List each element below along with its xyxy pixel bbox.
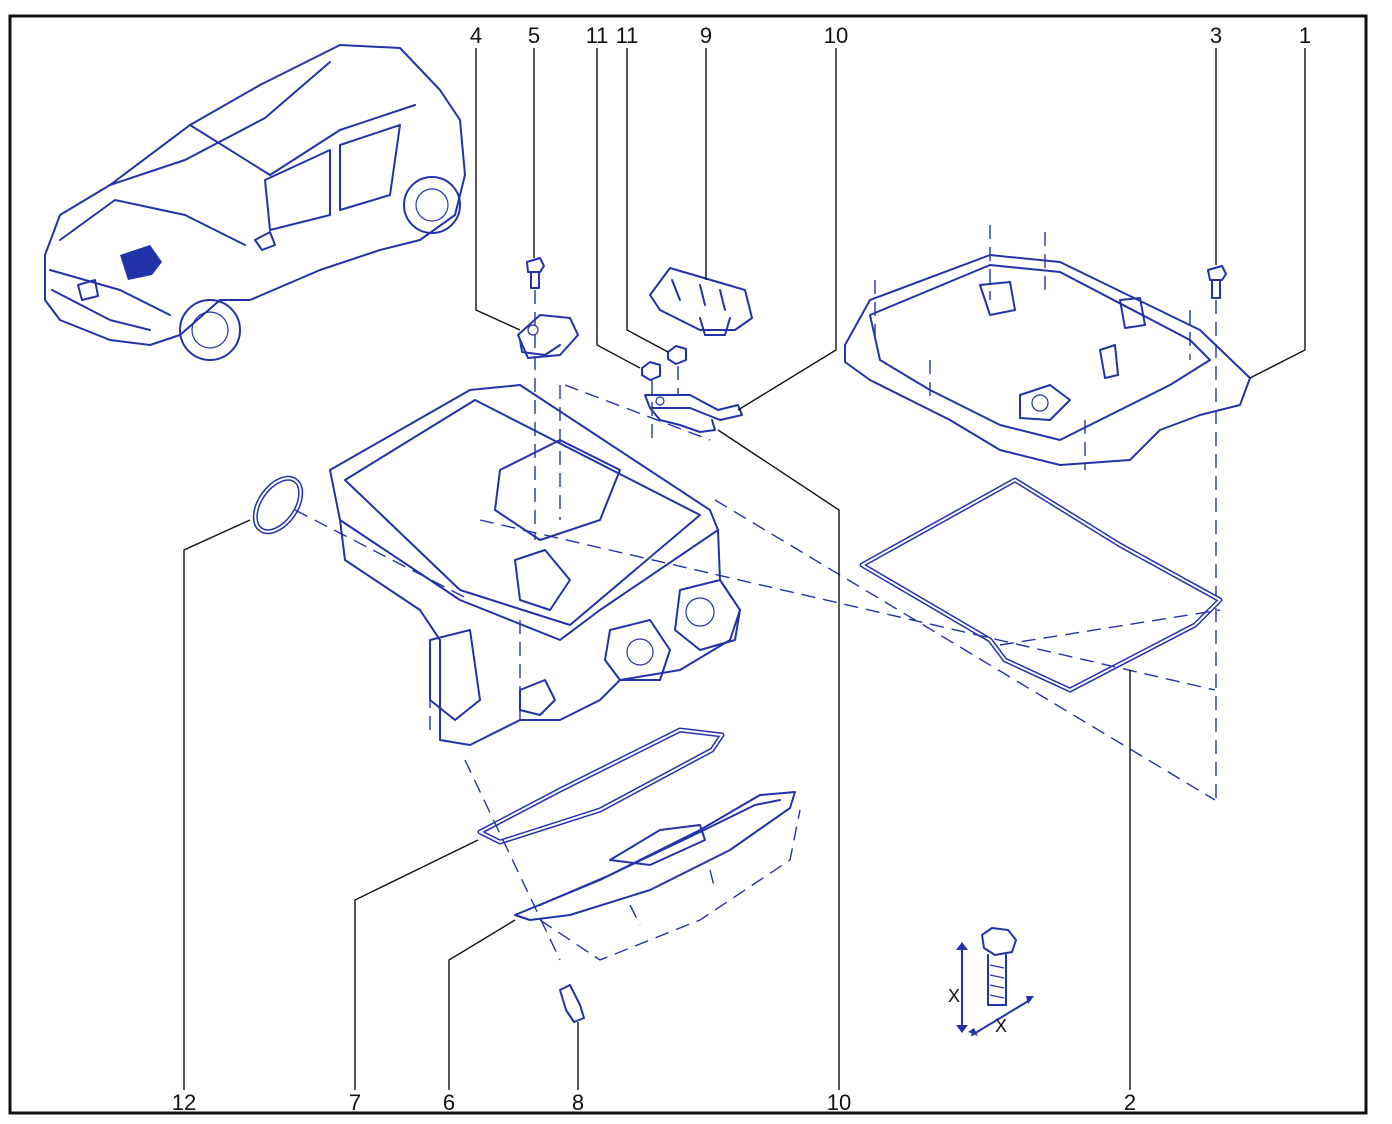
- callout-4: 4: [470, 23, 482, 48]
- callout-1: 1: [1299, 23, 1311, 48]
- callout-2: 2: [1124, 1090, 1136, 1115]
- callout-11-a: 11: [586, 23, 609, 48]
- part-9-connector-bracket: [649, 267, 753, 336]
- callout-10-top: 10: [824, 23, 848, 48]
- axis-line-12: [294, 509, 471, 601]
- callout-9: 9: [700, 23, 712, 48]
- axis-line-6: [464, 759, 561, 961]
- part-5-bolt: [526, 257, 545, 289]
- part-8-drain-bolt: [559, 984, 585, 1023]
- callout-3: 3: [1210, 23, 1222, 48]
- callout-10-bottom: 10: [827, 1090, 851, 1115]
- part-10-busbars: [644, 394, 743, 433]
- leader-lines: [183, 48, 1306, 1090]
- part-12-oval-seal: [252, 475, 304, 535]
- part-11-nuts: [641, 345, 687, 381]
- callout-8: 8: [572, 1090, 584, 1115]
- part-7-lower-gasket: [477, 727, 725, 845]
- callout-7: 7: [349, 1090, 361, 1115]
- part-6-oil-pan: [514, 791, 801, 961]
- torque-mark-2: X: [995, 1016, 1007, 1036]
- callout-labels: 4 5 11 11 9 10 3 1 12 7 6 8 10 2: [172, 23, 1311, 1115]
- vehicle-locator-illustration: [44, 44, 466, 361]
- main-housing-assembly: [329, 384, 741, 746]
- callout-12: 12: [172, 1090, 196, 1115]
- part-4-bracket: [517, 314, 579, 359]
- callout-5: 5: [528, 23, 540, 48]
- torque-symbol: X X: [948, 927, 1034, 1036]
- callout-6: 6: [443, 1090, 455, 1115]
- callout-11-b: 11: [616, 23, 639, 48]
- diagram-frame: [8, 14, 1368, 1115]
- part-2-cover-gasket: [859, 477, 1223, 693]
- projection-lines: [479, 384, 1221, 801]
- part-3-screw: [1207, 265, 1227, 299]
- torque-mark-1: X: [948, 986, 960, 1006]
- part-1-cover-plate: [844, 225, 1251, 470]
